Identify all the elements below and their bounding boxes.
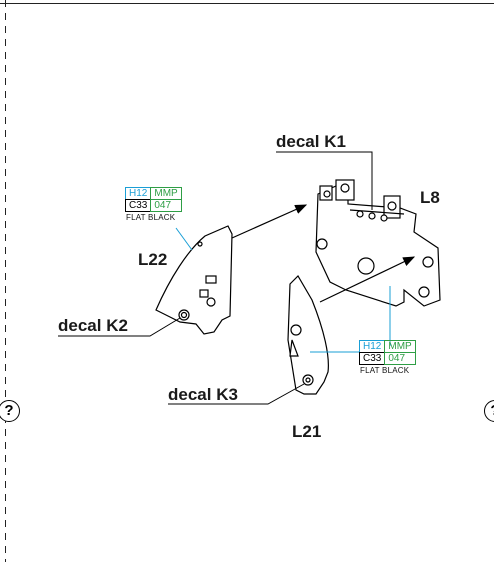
part-l8-shape [315, 179, 441, 307]
color-callout-l22: H12 MMP C33 047 FLAT BLACK [125, 187, 182, 222]
page-top-border [0, 3, 494, 4]
color-name: FLAT BLACK [126, 213, 176, 222]
decal-k3-leader [168, 383, 305, 405]
decal-k3-label: decal K3 [168, 385, 238, 404]
decal-k2-label: decal K2 [58, 316, 128, 335]
color-name: FLAT BLACK [360, 366, 410, 375]
page-fold-guide [5, 0, 6, 562]
assembly-arrow-l21 [319, 256, 416, 303]
mr-color-code: C33 [359, 352, 386, 365]
part-l22-label: L22 [138, 250, 168, 269]
part-l22-shape [155, 225, 233, 335]
color-leader-l22 [175, 227, 193, 251]
decal-k1-leader [276, 151, 373, 210]
part-l21-label: L21 [292, 422, 322, 441]
color-callout-l8: H12 MMP C33 047 FLAT BLACK [359, 340, 416, 375]
part-l8-label: L8 [420, 188, 440, 207]
help-circle-left: ? [0, 400, 20, 422]
mr-color-code: C33 [125, 199, 152, 212]
assembly-arrow-l22 [231, 204, 308, 239]
part-l21-shape [287, 275, 329, 395]
decal-k1-label: decal K1 [276, 132, 346, 151]
decal-k2-leader [58, 317, 181, 337]
mmp-color-code: 047 [150, 199, 182, 212]
mmp-color-code: 047 [384, 352, 416, 365]
